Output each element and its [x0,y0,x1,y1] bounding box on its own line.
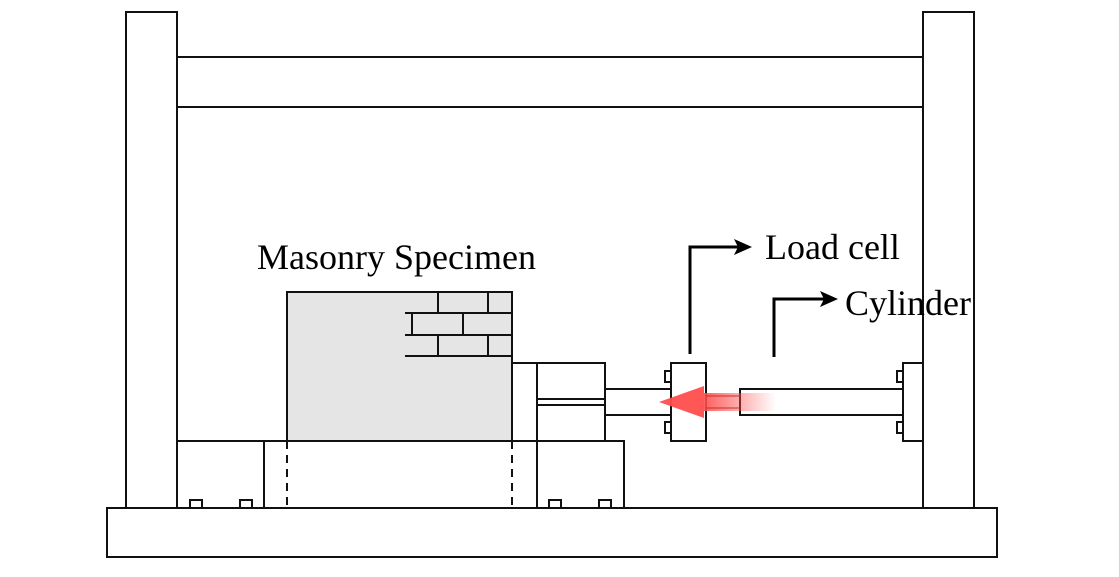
loading-head [536,362,606,442]
base-beam [106,507,998,558]
load-cell-bolt [664,421,672,434]
mount-bolt [896,421,904,434]
specimen-label: Masonry Specimen [257,237,536,277]
anchor-bolt [548,499,562,509]
center-support-block [263,440,538,509]
cylinder-callout [772,291,838,357]
anchor-bolt [598,499,612,509]
right-support-block [536,440,625,509]
left-support-block [176,440,265,509]
load-cell-bolt [664,370,672,383]
left-column [125,11,178,509]
cylinder-mount-plate [902,362,924,442]
brick-pattern [405,292,512,357]
right-column [922,11,975,509]
load-cell-callout [688,239,752,354]
load-cell-label: Load cell [765,227,900,267]
load-direction-arrow [659,386,776,418]
loading-plate [511,362,538,442]
anchor-bolt [239,499,253,509]
top-beam [176,56,924,108]
masonry-specimen [286,291,513,442]
anchor-bolt [189,499,203,509]
connecting-rod [604,388,672,416]
cylinder-label: Cylinder [845,283,971,323]
mount-bolt [896,370,904,383]
